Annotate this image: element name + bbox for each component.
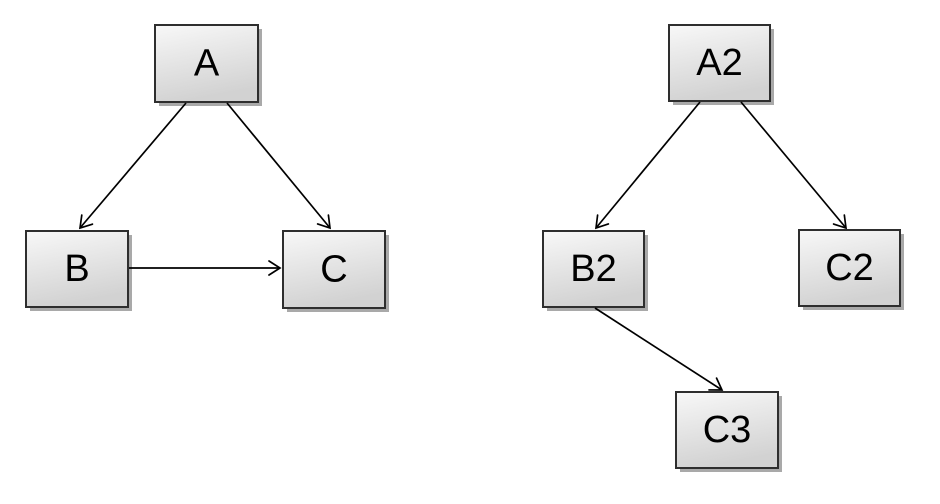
node-label: A <box>194 43 220 85</box>
node-box <box>542 230 645 308</box>
node-C3: C3 <box>675 391 782 472</box>
edge-A-B <box>78 102 187 230</box>
edge-B2-C3 <box>594 307 724 391</box>
node-label: B <box>64 248 89 290</box>
node-box <box>154 24 259 103</box>
node-box <box>675 391 779 469</box>
edge-A-C <box>226 102 332 230</box>
node-box <box>798 229 901 307</box>
left-graph: A B C <box>25 24 389 312</box>
node-A2: A2 <box>668 24 774 105</box>
edge-A2-B2 <box>594 101 701 230</box>
node-label: B2 <box>570 248 616 290</box>
node-C: C <box>282 230 389 312</box>
node-box <box>282 230 386 309</box>
node-label: C <box>320 249 347 291</box>
node-label: C3 <box>703 409 752 451</box>
node-B: B <box>25 230 132 311</box>
edge-A2-C2 <box>740 101 848 230</box>
node-B2: B2 <box>542 230 648 311</box>
node-C2: C2 <box>798 229 904 310</box>
node-A: A <box>154 24 262 106</box>
node-box <box>668 24 771 102</box>
node-box <box>25 230 129 308</box>
node-label: C2 <box>825 247 874 289</box>
node-label: A2 <box>696 42 742 84</box>
